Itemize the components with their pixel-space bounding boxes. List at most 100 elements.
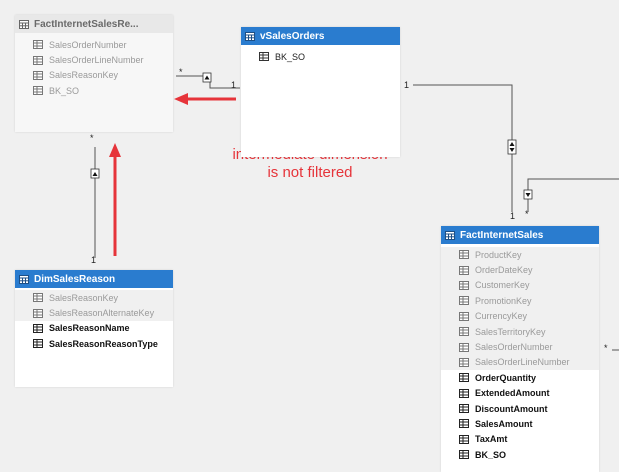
column-row[interactable]: SalesAmount [441, 416, 599, 431]
column-row[interactable]: OrderQuantity [441, 370, 599, 385]
table-dim-sales-reason[interactable]: DimSalesReason SalesReasonKey SalesReaso… [15, 270, 173, 387]
column-icon [459, 357, 469, 367]
column-name: CurrencyKey [475, 311, 528, 322]
bidirectional-arrow-up [509, 142, 515, 146]
column-name: DiscountAmount [475, 403, 548, 414]
column-row[interactable]: TaxAmt [441, 432, 599, 447]
bidirectional-filter-icon [507, 139, 517, 155]
column-icon [459, 250, 469, 260]
cardinality-one: 1 [510, 211, 516, 221]
table-header[interactable]: DimSalesReason [15, 270, 173, 288]
column-icon [259, 52, 269, 62]
column-row[interactable]: BK_SO [441, 447, 599, 462]
table-title: FactInternetSalesRe... [34, 18, 139, 30]
column-icon [459, 450, 469, 460]
table-title: FactInternetSales [460, 229, 544, 241]
table-fact-internet-sales[interactable]: FactInternetSales ProductKey OrderDateKe… [441, 226, 599, 472]
cardinality-one: 1 [231, 80, 237, 90]
table-header[interactable]: FactInternetSalesRe... [15, 15, 173, 33]
column-row[interactable]: SalesReasonKey [15, 290, 173, 306]
cardinality-many: * [90, 133, 94, 143]
column-icon [33, 339, 43, 349]
column-row[interactable]: SalesOrderNumber [33, 37, 173, 52]
column-icon [459, 280, 469, 290]
column-row[interactable]: SalesOrderLineNumber [33, 52, 173, 67]
column-row[interactable]: SalesReasonReasonType [15, 336, 173, 351]
column-name: BK_SO [275, 51, 306, 62]
filter-direction-arrow [204, 75, 210, 80]
cardinality-one: 1 [91, 255, 97, 265]
column-icon [459, 388, 469, 398]
column-name: BK_SO [49, 85, 80, 96]
red-arrowhead-horizontal [174, 93, 188, 105]
column-icon [33, 40, 43, 50]
table-icon [245, 31, 255, 41]
column-icon [33, 293, 43, 303]
table-icon [19, 274, 29, 284]
column-row[interactable]: SalesReasonAlternateKey [15, 305, 173, 321]
column-icon [33, 86, 43, 96]
column-row[interactable]: BK_SO [259, 49, 400, 64]
column-icon [33, 55, 43, 65]
column-row[interactable]: DiscountAmount [441, 401, 599, 416]
column-name: OrderQuantity [475, 372, 537, 383]
column-icon [33, 70, 43, 80]
cardinality-many: * [179, 67, 183, 77]
table-header[interactable]: FactInternetSales [441, 226, 599, 244]
annotation-line-2: is not filtered [267, 164, 353, 181]
table-icon [445, 230, 455, 240]
column-name: TaxAmt [475, 434, 508, 445]
column-row[interactable]: SalesOrderLineNumber [441, 354, 599, 371]
column-icon [459, 373, 469, 383]
column-name: OrderDateKey [475, 265, 533, 276]
cardinality-one: 1 [404, 80, 410, 90]
column-name: CustomerKey [475, 280, 530, 291]
table-header[interactable]: vSalesOrders [241, 27, 400, 45]
column-icon [459, 311, 469, 321]
cardinality-many: * [525, 209, 529, 219]
table-title: vSalesOrders [260, 30, 325, 42]
column-name: SalesOrderNumber [475, 342, 553, 353]
column-row[interactable]: ProductKey [441, 247, 599, 263]
column-name: SalesReasonKey [49, 292, 119, 303]
column-row[interactable]: CurrencyKey [441, 308, 599, 324]
column-icon [459, 265, 469, 275]
column-icon [33, 308, 43, 318]
column-row[interactable]: CustomerKey [441, 277, 599, 294]
column-name: PromotionKey [475, 295, 532, 306]
relationship-line-offscreen[interactable] [527, 178, 619, 212]
bidirectional-arrow-down [509, 148, 515, 152]
column-name: SalesReasonReasonType [49, 338, 158, 349]
column-icon [459, 327, 469, 337]
cardinality-many: * [604, 343, 608, 353]
filter-direction-arrow [92, 172, 98, 176]
column-row[interactable]: PromotionKey [441, 293, 599, 309]
column-row[interactable]: SalesTerritoryKey [441, 323, 599, 340]
column-icon [459, 434, 469, 444]
relationship-line-vsales-factsales[interactable] [413, 84, 513, 212]
column-row[interactable]: SalesReasonName [15, 321, 173, 336]
column-name: SalesReasonKey [49, 70, 119, 81]
filter-direction-arrow [525, 193, 531, 197]
column-name: SalesReasonAlternateKey [49, 308, 155, 319]
column-name: ExtendedAmount [475, 388, 550, 399]
column-row[interactable]: SalesOrderNumber [441, 339, 599, 355]
column-name: SalesReasonName [49, 323, 130, 334]
column-icon [459, 296, 469, 306]
column-name: ProductKey [475, 249, 522, 260]
column-row[interactable]: ExtendedAmount [441, 386, 599, 401]
column-row[interactable]: BK_SO [33, 83, 173, 98]
column-icon [459, 342, 469, 352]
column-name: SalesTerritoryKey [475, 326, 546, 337]
column-name: SalesOrderNumber [49, 39, 127, 50]
column-icon [459, 404, 469, 414]
column-icon [459, 419, 469, 429]
table-icon [19, 19, 29, 29]
column-name: BK_SO [475, 449, 507, 460]
column-name: SalesOrderLineNumber [49, 55, 144, 66]
table-fact-internet-sales-reason[interactable]: FactInternetSalesRe... SalesOrderNumber … [15, 15, 173, 132]
column-row[interactable]: SalesReasonKey [33, 68, 173, 83]
column-row[interactable]: OrderDateKey [441, 262, 599, 278]
table-vsales-orders[interactable]: vSalesOrders BK_SO [241, 27, 400, 157]
